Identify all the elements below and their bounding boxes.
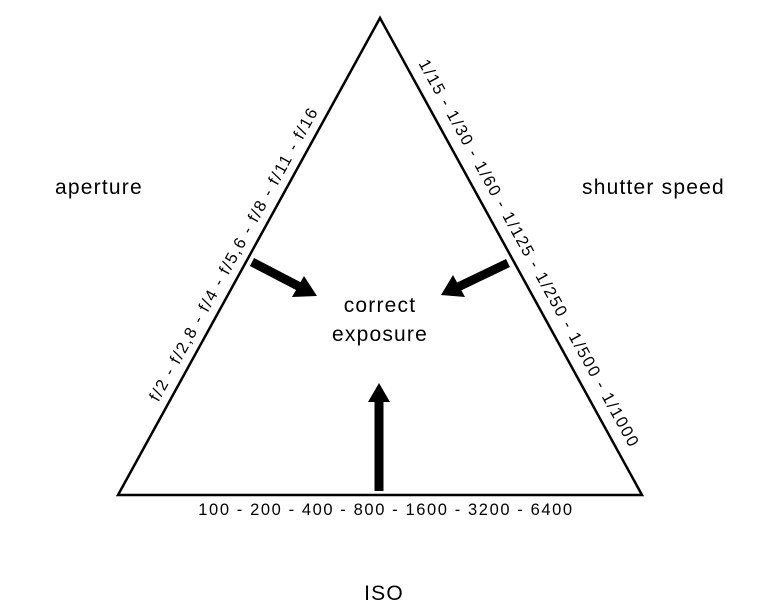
iso-label: ISO (364, 582, 404, 605)
aperture-arrow-icon (249, 258, 317, 297)
shutter-speed-label: shutter speed (582, 176, 725, 199)
exposure-triangle (115, 15, 645, 497)
aperture-scale: f/2 - f/2,8 - f/4 - f/5,6 - f/8 - f/11 -… (146, 104, 322, 405)
iso-scale: 100 - 200 - 400 - 800 - 1600 - 3200 - 64… (198, 501, 573, 519)
shutter-speed-arrow-icon (441, 258, 510, 297)
aperture-label: aperture (55, 176, 143, 199)
center-label-line1: correct (344, 294, 417, 317)
center-label-line2: exposure (332, 323, 428, 346)
iso-arrow-icon (368, 383, 390, 491)
shutter-speed-scale: 1/15 - 1/30 - 1/60 - 1/125 - 1/250 - 1/5… (415, 56, 643, 450)
